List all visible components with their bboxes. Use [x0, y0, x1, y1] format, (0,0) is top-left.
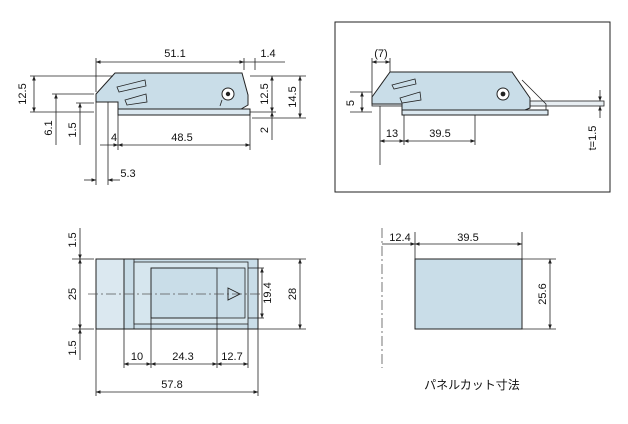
dim-length: 48.5: [171, 132, 192, 144]
dim-step: 4: [111, 132, 117, 144]
dim-left-height: 12.5: [17, 83, 29, 104]
installed-pivot-pin: [500, 91, 506, 97]
installed-hook: [521, 79, 547, 110]
direction-arrow-icon: [227, 287, 242, 301]
dim-cut-width: 39.5: [457, 232, 478, 244]
latch-window-top: [150, 267, 246, 319]
dim-top-width: 25: [67, 288, 79, 300]
latch-base-plate: [117, 108, 251, 116]
dim-plate: 1.5: [67, 122, 79, 137]
dim-total-height: 14.5: [287, 86, 299, 107]
dim-seg2: 24.3: [172, 351, 193, 363]
dim-tip: 5.3: [120, 168, 135, 180]
top-view: 1.5 25 1.5 19.4 28 10 24.3 12.7 57.8: [67, 228, 306, 396]
dim-installed-offset: 13: [386, 128, 398, 140]
dim-cut-offset: 12.4: [389, 232, 410, 244]
side-view: 51.1 1.4 12.5 6.1 1.5 4 48.5 5.3: [17, 48, 306, 185]
dim-installed-height: 5: [345, 100, 357, 106]
pivot-pin: [225, 91, 231, 97]
dim-cut-height: 25.6: [537, 283, 549, 304]
panel-cut-opening: [414, 258, 523, 330]
latch-knob-top: [150, 267, 218, 319]
dim-right-height: 12.5: [259, 83, 271, 104]
dim-seg3: 12.7: [221, 351, 242, 363]
dim-installed-length: 39.5: [429, 128, 450, 140]
dim-seg1: 10: [131, 351, 143, 363]
latch-base-installed: [401, 109, 549, 116]
installed-view: (7) 5 13 39.5 t=1.5: [334, 21, 611, 193]
dim-stroke: (7): [374, 48, 387, 60]
dim-flange: 6.1: [43, 120, 55, 135]
dim-hook-offset: 1.4: [260, 48, 275, 60]
dim-bottom-margin: 1.5: [67, 340, 79, 355]
dim-overall-length: 51.1: [164, 48, 185, 60]
installed-view-frame: [334, 21, 611, 193]
latch-slot-lower: [124, 93, 148, 106]
installed-slot-lower: [399, 91, 422, 104]
dim-total-length: 57.8: [161, 379, 182, 391]
dim-panel-thickness: t=1.5: [587, 126, 599, 151]
panel-cut-caption: パネルカット寸法: [424, 378, 520, 392]
dim-inner-height: 19.4: [262, 282, 274, 303]
pivot-spring: [219, 99, 223, 107]
latch-slot-upper: [116, 79, 147, 93]
dim-bottom-gap: 2: [259, 127, 271, 133]
dim-outer-height: 28: [287, 288, 299, 300]
dim-top-margin: 1.5: [67, 232, 79, 247]
installed-slot-upper: [391, 78, 417, 90]
panel-cut-view: 12.4 39.5 25.6 パネルカット寸法: [381, 228, 556, 392]
